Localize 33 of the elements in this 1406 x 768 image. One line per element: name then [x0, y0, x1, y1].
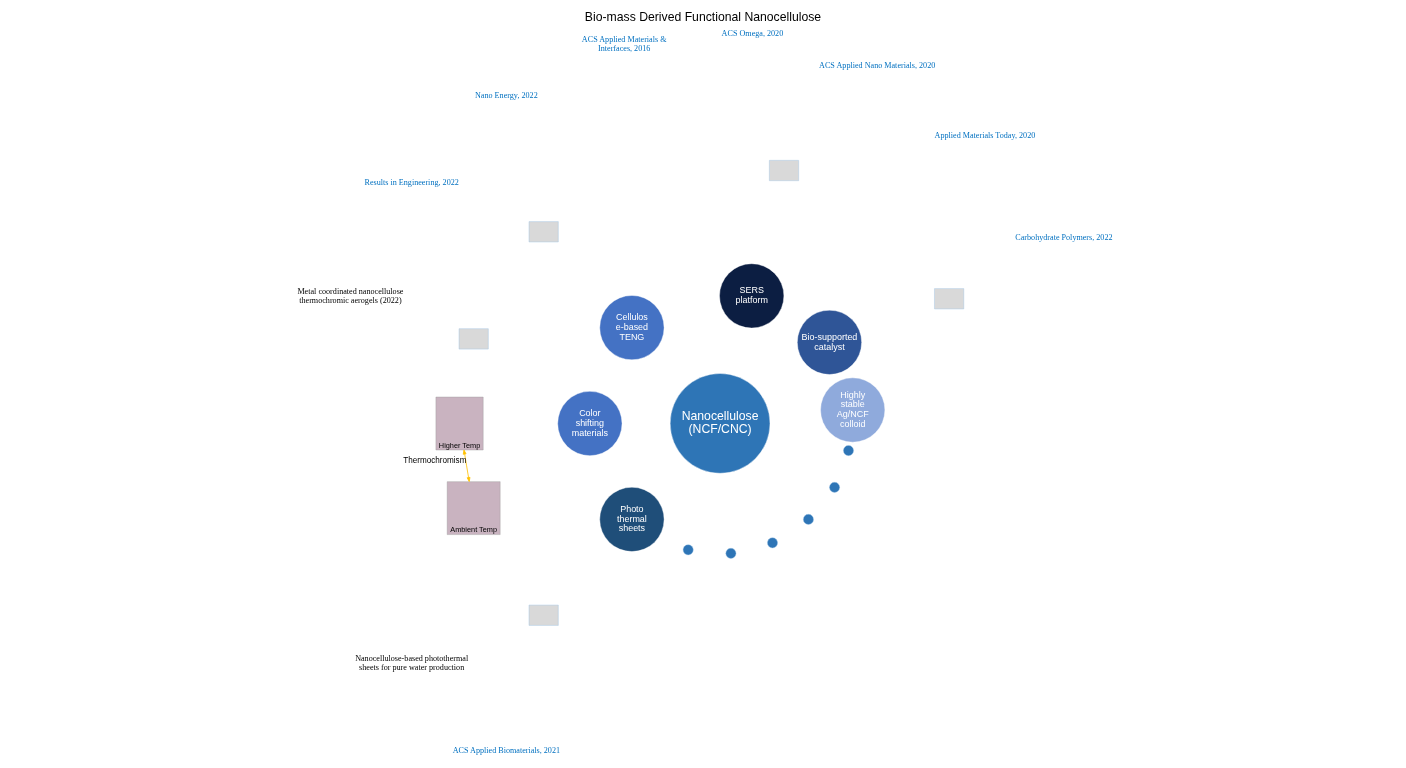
arrow: [462, 449, 471, 482]
diagram-title: Bio-mass Derived Functional Nanocellulose: [584, 10, 822, 25]
label: Results in Engineering, 2022: [364, 178, 459, 188]
label: ACS Applied Biomaterials, 2021: [452, 745, 561, 755]
node-circle: Photo thermal sheets: [599, 487, 665, 552]
node-box: [528, 604, 559, 626]
label: ACS Applied Materials & Interfaces, 2016: [581, 35, 667, 54]
node-box: [769, 160, 799, 181]
node-circle: Bio-supported catalyst: [797, 309, 862, 375]
label: Metal coordinated nanocellulose thermochromic aerogels (2022): [297, 287, 404, 306]
node-circle: Color shifting materials: [557, 391, 623, 456]
node-box: [528, 221, 559, 243]
label: ACS Applied Nano Materials, 2020: [819, 60, 936, 70]
edge-label: Thermochromism: [403, 456, 467, 466]
node-box: [934, 288, 964, 310]
node-circle: [725, 548, 737, 559]
node-circle: [767, 537, 778, 549]
node-circle: SERS platform: [719, 263, 785, 329]
node-circle: [682, 544, 694, 556]
node-circle: Cellulos e-based TENG: [599, 295, 665, 361]
label: Nanocellulose-based photothermal sheets for pure water production: [355, 654, 469, 673]
node-circle: Nanocellulose (NCF/CNC): [669, 373, 771, 474]
node-box: Ambient Temp: [447, 481, 501, 535]
label: Nano Energy, 2022: [474, 91, 538, 101]
label: Applied Materials Today, 2020: [934, 130, 1036, 140]
node-circle: Highly stable Ag/NCF colloid: [820, 377, 886, 443]
node-box: [458, 328, 489, 350]
label: Carbohydrate Polymers, 2022: [1015, 232, 1113, 242]
node-circle: [829, 482, 840, 493]
node-box: Higher Temp: [435, 396, 484, 451]
node-circle: [803, 514, 814, 525]
node-circle: [843, 445, 854, 456]
label: ACS Omega, 2020: [721, 28, 784, 38]
